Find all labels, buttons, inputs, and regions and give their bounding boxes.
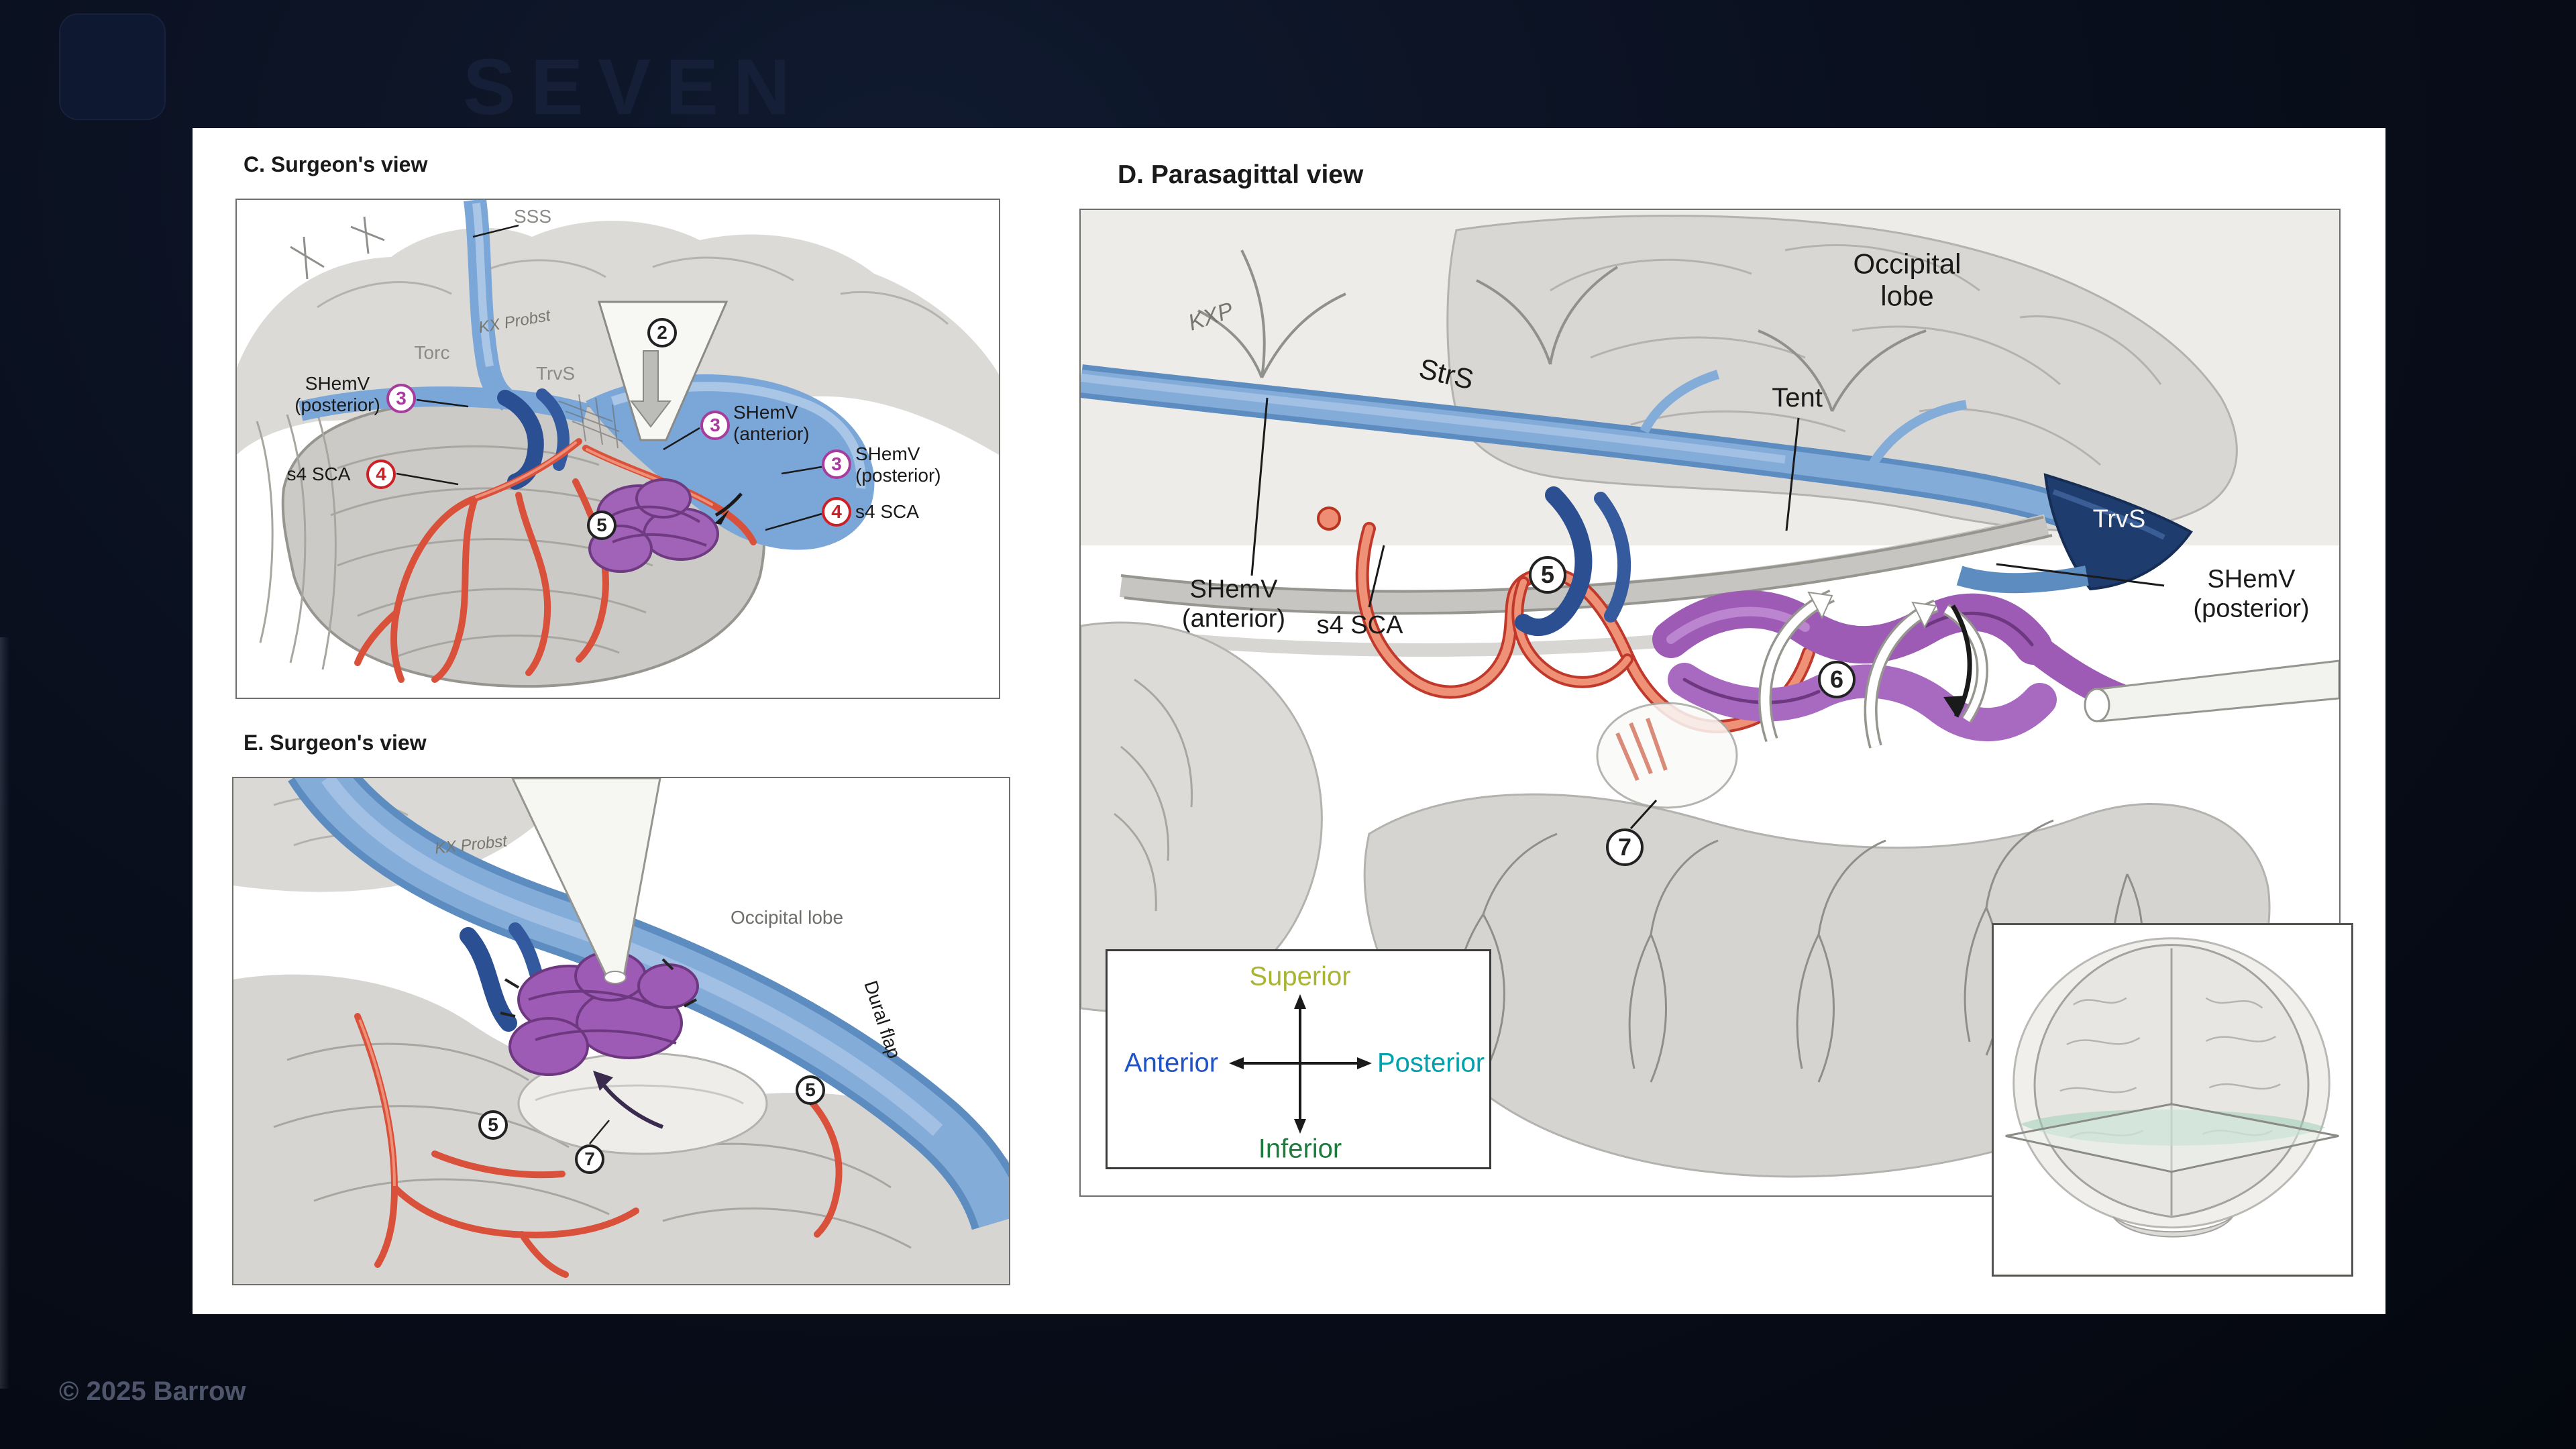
badge-3-shemv-posterior-left: 3 xyxy=(386,384,416,413)
figure-canvas: C. Surgeon's view xyxy=(193,128,2385,1314)
edge-glow xyxy=(0,637,9,1389)
label-shemv-posterior-right: SHemV (posterior) xyxy=(855,443,941,486)
panel-d-illustration xyxy=(1081,210,2339,1178)
label-trvs-c: TrvS xyxy=(535,362,576,384)
label-occipital-lobe-d: Occipital lobe xyxy=(1853,248,1962,312)
panel-c-box: KX Probst SSS Torc TrvS SHemV (posterior… xyxy=(235,199,1000,699)
label-s4-sca-left: s4 SCA xyxy=(286,463,351,484)
panel-c-title: C. Surgeon's view xyxy=(244,152,428,176)
badge-4-s4-sca-right: 4 xyxy=(822,497,851,527)
label-occipital-lobe-e: Occipital lobe xyxy=(730,906,844,928)
label-s4-sca-right: s4 SCA xyxy=(855,500,919,522)
badge-7-d: 7 xyxy=(1606,828,1644,866)
label-sss: SSS xyxy=(513,205,552,227)
badge-5-left-e: 5 xyxy=(478,1110,508,1140)
panel-e-box: KX Probst Occipital lobe Dural flap 5 7 … xyxy=(232,777,1010,1285)
panel-e-title: E. Surgeon's view xyxy=(244,731,427,755)
label-shemv-anterior-d: SHemV (anterior) xyxy=(1181,575,1286,633)
label-s4-sca-d: s4 SCA xyxy=(1316,611,1403,640)
badge-6-d: 6 xyxy=(1818,661,1856,698)
compass-inferior: Inferior xyxy=(1258,1134,1342,1164)
panel-d-title: D. Parasagittal view xyxy=(1118,160,1364,189)
compass-posterior: Posterior xyxy=(1377,1048,1485,1078)
badge-5-d: 5 xyxy=(1529,556,1566,594)
label-torc: Torc xyxy=(414,341,450,363)
label-trvs-d: TrvS xyxy=(2092,505,2146,534)
orientation-compass: Superior Anterior Posterior Inferior xyxy=(1106,949,1491,1169)
compass-superior: Superior xyxy=(1249,961,1351,991)
badge-4-s4-sca-left: 4 xyxy=(366,460,396,489)
copyright-text: © 2025 Barrow xyxy=(59,1377,246,1406)
label-tent: Tent xyxy=(1772,383,1823,413)
label-shemv-anterior: SHemV (anterior) xyxy=(733,401,810,444)
label-shemv-posterior-left: SHemV (posterior) xyxy=(294,372,380,415)
panel-d-box: KXP Occipital lobe StrS Tent TrvS SHemV … xyxy=(1079,209,2341,1197)
brain-inset-illustration xyxy=(2005,937,2339,1238)
panel-e-illustration xyxy=(233,778,1009,1284)
compass-anterior: Anterior xyxy=(1124,1048,1219,1078)
badge-2-retractor: 2 xyxy=(647,318,677,347)
badge-7-e: 7 xyxy=(575,1144,604,1174)
brand-logo xyxy=(59,13,166,120)
label-shemv-posterior-d: SHemV (posterior) xyxy=(2193,565,2310,623)
panel-c-illustration xyxy=(237,200,999,688)
badge-5-nidus: 5 xyxy=(587,511,616,540)
brain-plane-inset xyxy=(1992,923,2353,1277)
brand-watermark-text: SEVEN xyxy=(463,43,806,131)
badge-3-shemv-anterior: 3 xyxy=(700,411,730,440)
badge-3-shemv-posterior-right: 3 xyxy=(822,449,851,479)
compass-arrows xyxy=(1229,994,1372,1134)
badge-5-right-e: 5 xyxy=(796,1075,825,1105)
